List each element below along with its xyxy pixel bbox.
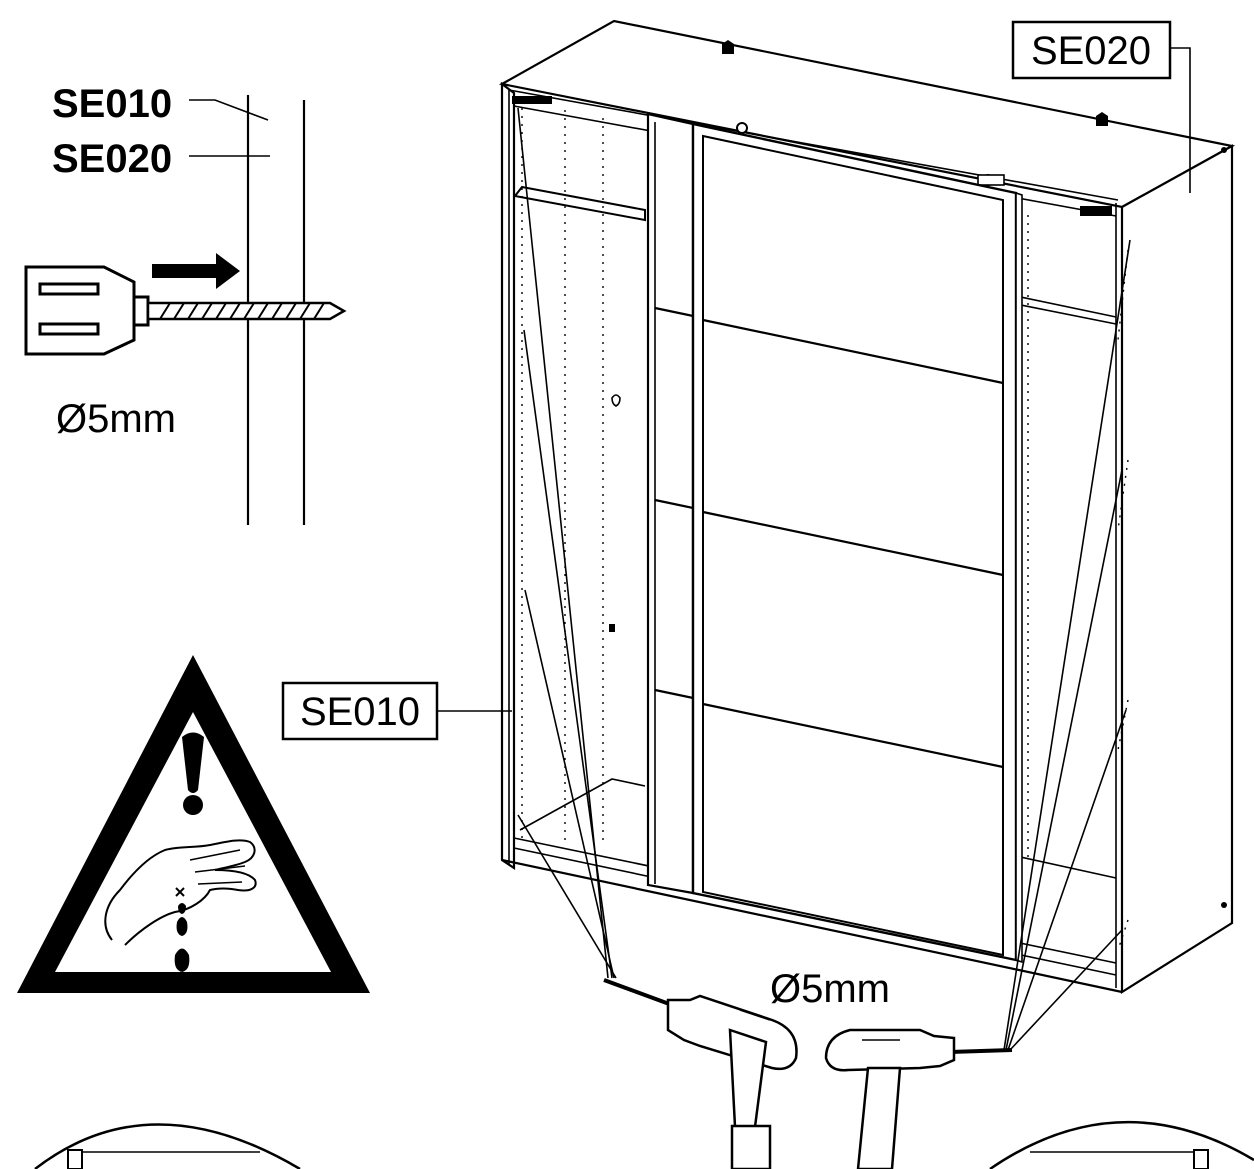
part-label-se010: SE010	[52, 82, 172, 126]
callout-se010: SE010	[281, 681, 512, 741]
cordless-drill-icon-right	[824, 1028, 1013, 1169]
drill-detail: SE010 SE020 Ø5mm	[24, 82, 347, 525]
drill-guide-lines	[517, 107, 1131, 1051]
drill-direction-arrow	[152, 253, 240, 289]
warning-triangle-hand-injury-icon	[17, 655, 370, 993]
callout-label-se010: SE010	[300, 690, 420, 734]
cordless-drill-icon-left	[603, 978, 798, 1169]
callout-label-se020: SE020	[1031, 29, 1151, 73]
drill-diameter-label: Ø5mm	[56, 397, 176, 441]
drill-bit-icon	[24, 265, 347, 356]
leader-se010	[189, 99, 269, 121]
detail-circle-right	[989, 1121, 1254, 1169]
detail-circle-left	[34, 1123, 301, 1169]
wardrobe	[498, 19, 1236, 994]
drill-diameter-label-bottom: Ø5mm	[770, 967, 890, 1011]
part-label-se020: SE020	[52, 137, 172, 181]
callout-se020: SE020	[1011, 20, 1191, 193]
